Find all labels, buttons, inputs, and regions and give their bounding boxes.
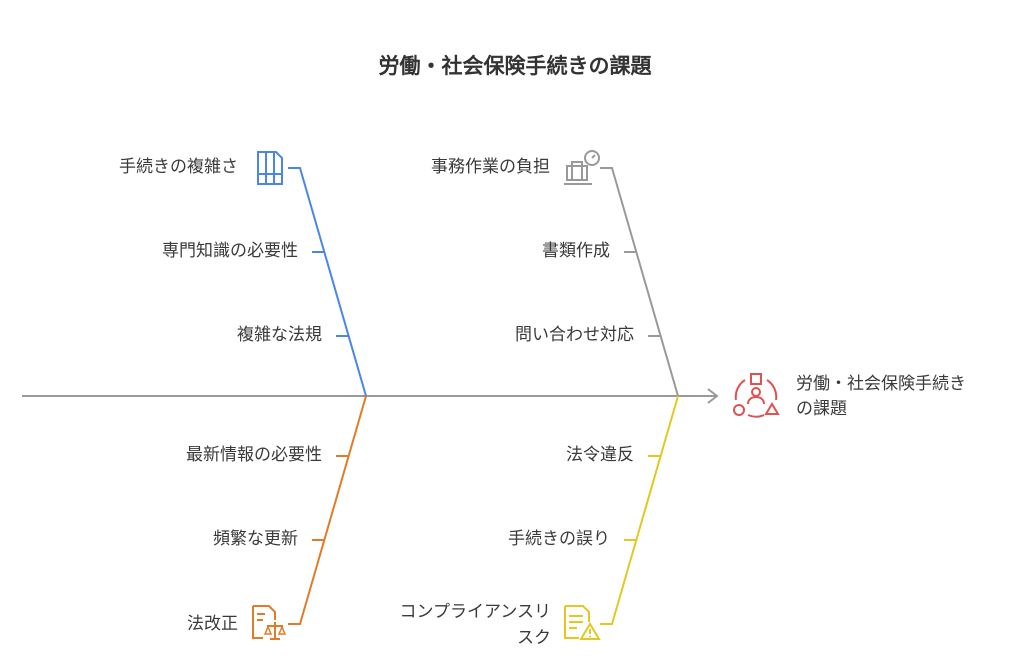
category-label: コンプライアンスリ スク <box>400 599 551 651</box>
diagram-title: 労働・社会保険手続きの課題 <box>378 54 652 78</box>
cause-label: 最新情報の必要性 <box>186 445 322 465</box>
spine-arrowhead <box>707 388 719 404</box>
branch-blue <box>288 167 367 397</box>
cause-label: 問い合わせ対応 <box>515 325 634 345</box>
document-table-icon <box>257 151 283 185</box>
category-label-line1: コンプライアンスリ <box>399 602 551 622</box>
branch-yellow <box>600 395 679 625</box>
branch-gray <box>600 167 679 397</box>
effect-label: 労働・社会保険手続き の課題 <box>796 372 1006 422</box>
category-label-line2: スク <box>517 628 551 648</box>
branch-orange <box>288 395 367 625</box>
category-label: 法改正 <box>187 614 238 634</box>
effect-label-line1: 労働・社会保険手続き <box>796 374 966 394</box>
cause-label: 書類作成 <box>542 241 610 261</box>
document-warning-icon <box>564 605 601 640</box>
category-label: 手続きの複雑さ <box>119 157 238 177</box>
legal-document-scale-icon <box>252 605 287 640</box>
cause-label: 法令違反 <box>566 445 634 465</box>
briefcase-scale-icon <box>564 150 600 185</box>
effect-label-line2: の課題 <box>796 399 847 419</box>
cause-label: 複雑な法規 <box>237 325 322 345</box>
cause-label: 頻繁な更新 <box>213 529 298 549</box>
category-label: 事務作業の負担 <box>431 157 550 177</box>
cause-label: 手続きの誤り <box>508 529 610 549</box>
cause-label: 専門知識の必要性 <box>162 241 298 261</box>
people-shapes-icon <box>733 373 780 418</box>
